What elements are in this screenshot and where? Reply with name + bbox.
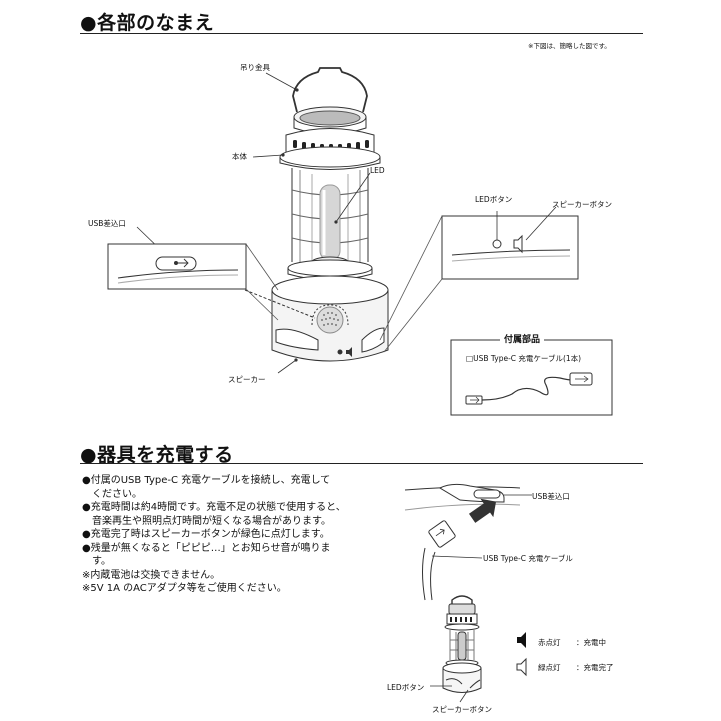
note-line: ●付属のUSB Type-C 充電ケーブルを接続し、充電して [82, 475, 331, 486]
charging-notes: ●付属のUSB Type-C 充電ケーブルを接続し、充電して ください。 ●充電… [82, 474, 346, 596]
section-divider [80, 33, 643, 34]
note-line: す。 [82, 556, 111, 567]
accessory-item: □USB Type-C 充電ケーブル(1本) [466, 354, 582, 363]
label-led-button: LEDボタン [475, 195, 513, 204]
buttons-zoom [379, 206, 579, 353]
section-title-parts: ●各部のなまえ [80, 12, 215, 34]
accessory-title: 付属部品 [500, 332, 545, 345]
label-usb-port: USB差込口 [88, 219, 126, 228]
label-usb-port-2: USB差込口 [532, 492, 570, 501]
label-led: LED [370, 166, 385, 175]
speaker-outline-icon [516, 657, 527, 677]
label-body: 本体 [232, 152, 247, 161]
diagram-note: ※下図は、簡略した図です。 [528, 42, 611, 50]
legend-complete-label: 緑点灯 [538, 663, 561, 672]
label-hanger: 吊り金具 [240, 63, 270, 72]
parts-diagram [107, 67, 613, 416]
section-divider [80, 463, 643, 464]
note-line: ●充電時間は約4時間です。充電不足の状態で使用すると、 [82, 502, 346, 513]
label-speaker: スピーカー [228, 375, 266, 384]
note-line: ●残量が無くなると「ピピピ…」とお知らせ音が鳴りま [82, 542, 331, 554]
label-led-button-2: LEDボタン [387, 683, 425, 692]
label-cable: USB Type-C 充電ケーブル [483, 554, 573, 563]
usb-port-zoom [107, 243, 279, 321]
label-speaker-button: スピーカーボタン [552, 200, 612, 209]
legend-charging-label: 赤点灯 [538, 638, 561, 647]
accessory-box [450, 339, 613, 416]
note-line: ●充電完了時はスピーカーボタンが緑色に点灯します。 [82, 529, 330, 540]
section-title-charging: ●器具を充電する [80, 444, 234, 466]
charging-diagram [404, 483, 532, 703]
legend-complete-desc: ：充電完了 [576, 663, 614, 672]
legend-charging-desc: ：充電中 [576, 638, 606, 647]
note-line: ください。 [82, 488, 142, 500]
small-lantern [430, 595, 482, 703]
hanger-shape [292, 67, 368, 113]
speaker-filled-icon [517, 632, 526, 648]
note-line: ※内蔵電池は交換できません。 [82, 569, 221, 581]
note-line: ※5V 1A のACアダプタ等をご使用ください。 [82, 583, 287, 594]
label-speaker-button-2: スピーカーボタン [432, 705, 492, 714]
note-line: 音楽再生や照明点灯時間が短くなる場合があります。 [82, 515, 331, 527]
